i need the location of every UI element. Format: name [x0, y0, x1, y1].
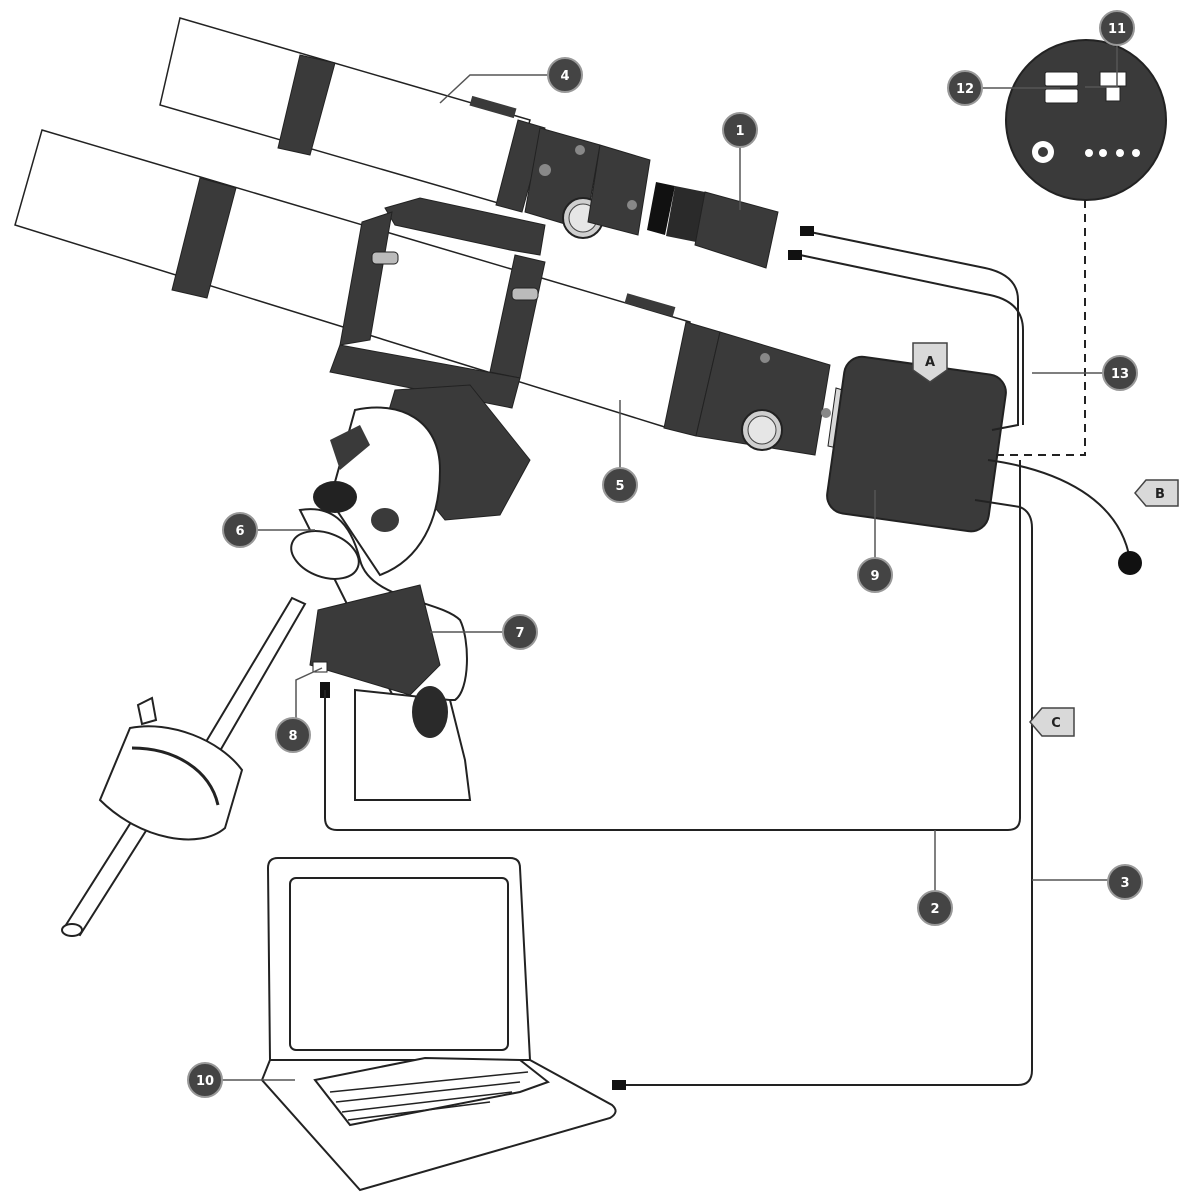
- svg-text:5: 5: [615, 479, 624, 494]
- svg-text:A: A: [925, 355, 935, 370]
- counterweight-icon: [61, 596, 307, 937]
- guide-scope-icon: [159, 17, 675, 239]
- callout-1: 1: [722, 112, 758, 148]
- connector-3: [612, 1080, 626, 1090]
- svg-text:10: 10: [196, 1074, 214, 1089]
- svg-text:1: 1: [735, 124, 744, 139]
- connector-2: [788, 250, 802, 260]
- letter-tag-b: B: [1134, 479, 1179, 507]
- mount-icon: [290, 384, 531, 801]
- guide-camera-icon: [666, 186, 779, 269]
- callout-9: 9: [857, 557, 893, 593]
- svg-text:6: 6: [235, 524, 244, 539]
- cable-b-end: [1118, 551, 1142, 575]
- callout-3: 3: [1107, 864, 1143, 900]
- callout-5: 5: [602, 467, 638, 503]
- callout-2: 2: [917, 890, 953, 926]
- port-panel-icon: [1005, 39, 1167, 201]
- svg-text:8: 8: [288, 729, 297, 744]
- callout-11: 11: [1099, 10, 1135, 46]
- callout-8: 8: [275, 717, 311, 753]
- callout-7: 7: [502, 614, 538, 650]
- svg-text:3: 3: [1120, 876, 1129, 891]
- callout-12: 12: [947, 70, 983, 106]
- callout-13: 13: [1102, 355, 1138, 391]
- svg-text:2: 2: [930, 902, 939, 917]
- svg-text:11: 11: [1108, 22, 1126, 37]
- svg-text:C: C: [1051, 716, 1061, 731]
- connector-1: [800, 226, 814, 236]
- cables: [324, 200, 1131, 1086]
- svg-text:13: 13: [1111, 367, 1129, 382]
- svg-text:B: B: [1155, 487, 1165, 502]
- callout-6: 6: [222, 512, 258, 548]
- svg-text:12: 12: [956, 82, 974, 97]
- callout-10: 10: [187, 1062, 223, 1098]
- svg-text:7: 7: [515, 626, 524, 641]
- svg-text:4: 4: [560, 69, 569, 84]
- main-camera-icon: [826, 355, 1007, 533]
- laptop-icon: [260, 857, 617, 1192]
- callout-4: 4: [547, 57, 583, 93]
- svg-text:9: 9: [870, 569, 879, 584]
- letter-tag-c: C: [1029, 707, 1075, 737]
- letter-tag-a: A: [912, 342, 948, 383]
